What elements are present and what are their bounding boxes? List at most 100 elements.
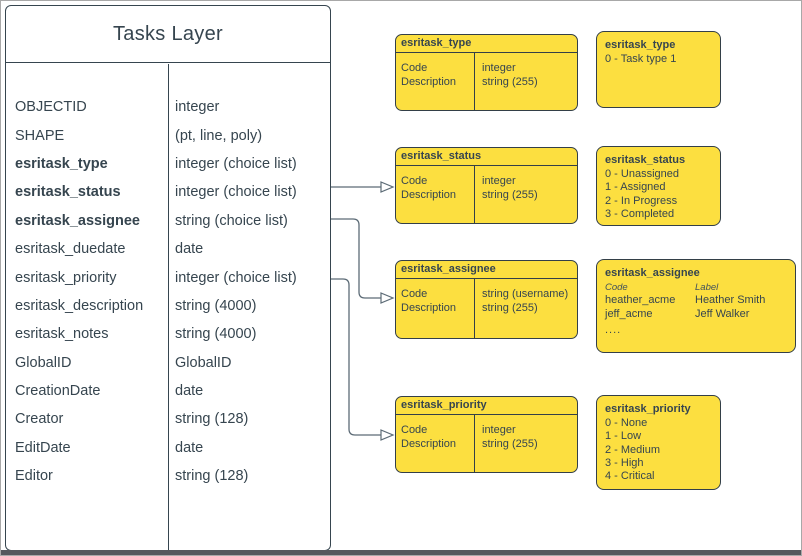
field-type: integer (choice list)	[175, 155, 297, 172]
field-type: GlobalID	[175, 354, 232, 371]
domain-table-esritask-assignee: esritask_assignee Code Description strin…	[395, 260, 578, 339]
arrowhead-assignee-icon	[380, 292, 395, 304]
field-type: string (128)	[175, 411, 249, 428]
field-row-creator: Creator string (128)	[6, 405, 330, 433]
cell-description-type: string (255)	[482, 301, 538, 314]
callout-line: 2 - Medium	[605, 443, 661, 456]
callout-line: 0 - None	[605, 417, 648, 429]
tasks-layer-column-divider	[168, 64, 169, 550]
domain-table-body: Code Description integer string (255)	[396, 53, 577, 110]
domain-table-field-types: integer string (255)	[475, 53, 577, 110]
arrowhead-status-icon	[380, 181, 395, 193]
callout-line: 0 - Task type 1	[605, 53, 677, 65]
assignee-label: Heather Smith	[695, 294, 766, 307]
callout-esritask-priority: esritask_priority 0 - None 1 - Low 2 - M…	[596, 395, 721, 490]
bottom-edge-bar	[1, 550, 801, 555]
callout-title: esritask_status	[605, 154, 686, 166]
field-type: (pt, line, poly)	[175, 127, 263, 144]
field-type: integer (choice list)	[175, 184, 297, 201]
cell-code-label: Code	[401, 62, 428, 74]
cell-description-type: string (255)	[482, 75, 538, 88]
field-type: string (4000)	[175, 297, 257, 314]
callout-esritask-type: esritask_type 0 - Task type 1	[596, 31, 721, 108]
field-name: esritask_description	[15, 297, 144, 314]
cell-description-label: Description	[401, 188, 457, 201]
arrowhead-priority-icon	[380, 429, 395, 441]
callout-line: 0 - Unassigned	[605, 168, 679, 180]
field-name: esritask_duedate	[15, 241, 126, 258]
field-name: Editor	[15, 468, 53, 485]
field-type: date	[175, 383, 204, 400]
cell-code-label: Code	[401, 424, 428, 436]
field-row-creationdate: CreationDate date	[6, 377, 330, 405]
assignee-label: Jeff Walker	[695, 307, 750, 320]
cell-code-label: Code	[401, 175, 428, 187]
cell-code-type: integer	[482, 175, 516, 187]
column-header-label: Label	[695, 282, 719, 293]
domain-table-title: esritask_priority	[396, 397, 577, 415]
field-name: Creator	[15, 411, 64, 428]
callout-esritask-assignee: esritask_assignee Code Label heather_acm…	[596, 259, 796, 353]
domain-table-esritask-type: esritask_type Code Description integer s…	[395, 34, 578, 111]
domain-table-esritask-status: esritask_status Code Description integer…	[395, 147, 578, 224]
cell-description-label: Description	[401, 301, 457, 314]
tasks-layer-title: Tasks Layer	[6, 6, 330, 63]
callout-assignee-table: Code Label heather_acme Heather Smith je…	[605, 281, 791, 321]
field-type: date	[175, 241, 204, 258]
field-type: date	[175, 439, 204, 456]
connector-assignee	[331, 218, 381, 299]
field-row-shape: SHAPE (pt, line, poly)	[6, 121, 330, 149]
domain-table-field-names: Code Description	[396, 415, 475, 472]
field-name: CreationDate	[15, 383, 101, 400]
cell-code-type: integer	[482, 424, 516, 436]
domain-table-field-names: Code Description	[396, 279, 475, 338]
field-name: OBJECTID	[15, 99, 87, 116]
callout-line: 1 - Assigned	[605, 181, 666, 194]
callout-line: 4 - Critical	[605, 470, 655, 483]
domain-table-body: Code Description integer string (255)	[396, 415, 577, 472]
field-row-editor: Editor string (128)	[6, 462, 330, 490]
field-type: string (choice list)	[175, 212, 288, 229]
domain-table-field-types: integer string (255)	[475, 166, 577, 223]
domain-table-esritask-priority: esritask_priority Code Description integ…	[395, 396, 578, 473]
callout-title: esritask_priority	[605, 403, 691, 415]
tasks-layer-table: Tasks Layer OBJECTID integer SHAPE (pt, …	[5, 5, 331, 551]
field-row-globalid: GlobalID GlobalID	[6, 349, 330, 377]
callout-line: 3 - Completed	[605, 207, 675, 220]
domain-table-body: Code Description integer string (255)	[396, 166, 577, 223]
domain-table-field-names: Code Description	[396, 53, 475, 110]
field-type: integer	[175, 99, 220, 116]
cell-code-label: Code	[401, 288, 428, 300]
field-type: integer (choice list)	[175, 269, 297, 286]
cell-code-type: integer	[482, 62, 516, 74]
field-name: esritask_status	[15, 184, 121, 201]
domain-table-field-types: integer string (255)	[475, 415, 577, 472]
field-type: string (4000)	[175, 326, 257, 343]
domain-table-field-names: Code Description	[396, 166, 475, 223]
cell-description-type: string (255)	[482, 437, 538, 450]
cell-code-type: string (username)	[482, 288, 569, 300]
field-name: esritask_type	[15, 155, 108, 172]
field-row-esritask-status: esritask_status integer (choice list)	[6, 178, 330, 206]
cell-description-type: string (255)	[482, 188, 538, 201]
callout-title: esritask_assignee	[605, 267, 700, 279]
assignee-code: heather_acme	[605, 294, 676, 307]
callout-title: esritask_type	[605, 39, 676, 51]
domain-table-title: esritask_assignee	[396, 261, 577, 279]
callout-esritask-status: esritask_status 0 - Unassigned 1 - Assig…	[596, 146, 721, 226]
tasks-layer-field-list: OBJECTID integer SHAPE (pt, line, poly) …	[6, 93, 330, 490]
cell-description-label: Description	[401, 437, 457, 450]
connector-priority	[331, 278, 381, 436]
field-row-esritask-assignee: esritask_assignee string (choice list)	[6, 207, 330, 235]
field-name: esritask_notes	[15, 326, 109, 343]
callout-line: 2 - In Progress	[605, 194, 678, 207]
field-name: esritask_assignee	[15, 212, 140, 229]
callout-line: 3 - High	[605, 456, 644, 469]
assignee-code: jeff_acme	[605, 307, 653, 320]
field-name: SHAPE	[15, 127, 65, 144]
field-row-esritask-notes: esritask_notes string (4000)	[6, 320, 330, 348]
callout-line: 1 - Low	[605, 430, 642, 443]
field-row-esritask-priority: esritask_priority integer (choice list)	[6, 263, 330, 291]
cell-description-label: Description	[401, 75, 457, 88]
field-row-objectid: OBJECTID integer	[6, 93, 330, 121]
